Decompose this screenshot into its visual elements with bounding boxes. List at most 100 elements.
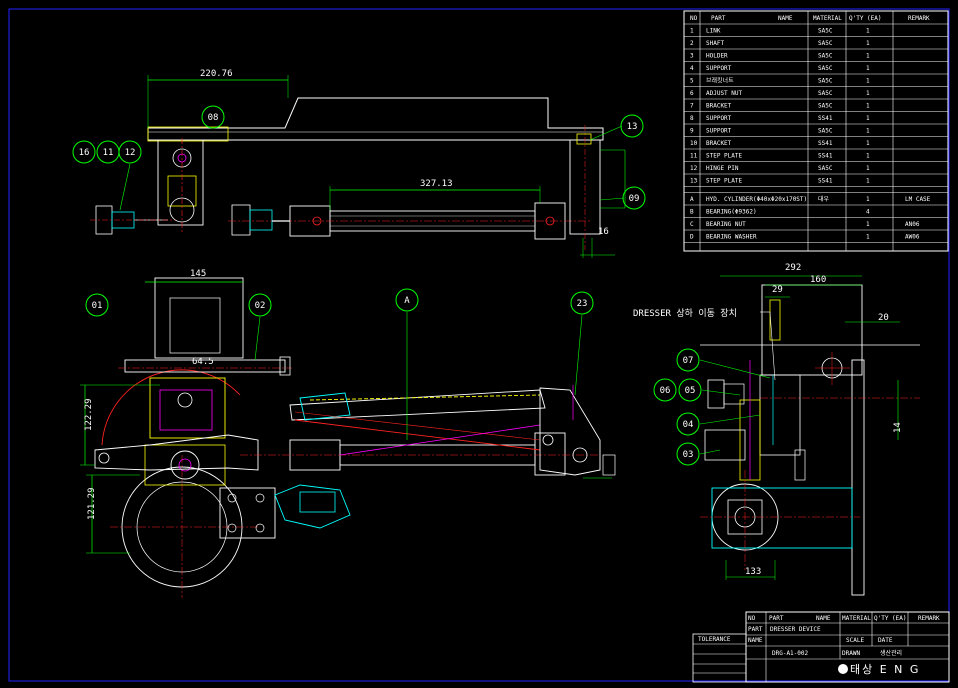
parts-row-material: 대우 <box>818 195 830 203</box>
balloon-leader <box>574 314 583 396</box>
drawing-frame <box>8 8 950 682</box>
parts-row-no: D <box>690 234 694 241</box>
balloon-09 <box>622 186 646 210</box>
parts-row-no: 8 <box>690 115 694 122</box>
parts-row-material: SS41 <box>818 140 833 147</box>
tb-dwg-no: DRG-A1-002 <box>772 650 809 657</box>
parts-row-no: B <box>690 209 694 216</box>
parts-row-material: SA5C <box>818 40 833 47</box>
parts-row-no: 13 <box>690 178 698 185</box>
balloon-label-03: 03 <box>683 450 694 460</box>
parts-row-material: SA5C <box>818 90 833 97</box>
side-view: 292 160 29 20 14 133 DRESSER 상하 이동 장치 <box>633 263 920 596</box>
balloon-label-04: 04 <box>683 420 694 430</box>
balloon-leader <box>589 125 623 141</box>
table-header-part: PART <box>711 15 726 22</box>
balloon-02 <box>248 293 272 317</box>
balloon-leader <box>701 389 741 396</box>
parts-row-name: 브래킷너트 <box>706 77 734 85</box>
title-block: NO PART NAME MATERIAL Q'TY (EA) REMARK P… <box>692 611 950 683</box>
balloon-12 <box>118 140 142 164</box>
parts-row-no: 3 <box>690 53 694 60</box>
balloon-04 <box>676 412 700 436</box>
parts-row-name: SUPPORT <box>706 115 732 122</box>
parts-row-name: BEARING NUT <box>706 221 746 228</box>
parts-row-name: HYD. CYLINDER(Φ40xΦ20x170ST) <box>706 196 807 203</box>
parts-table: NO PART NAME MATERIAL Q'TY (EA) REMARK 1… <box>683 10 949 252</box>
dim-133: 133 <box>745 567 761 577</box>
parts-row-qty: 4 <box>866 209 870 216</box>
dim-64-5: 64.5 <box>192 357 214 367</box>
dim-145: 145 <box>190 269 206 279</box>
parts-row-remark: AN06 <box>905 221 920 228</box>
parts-row-remark: AW06 <box>905 234 920 241</box>
balloon-leader <box>699 449 721 455</box>
parts-row-qty: 1 <box>866 234 870 241</box>
parts-row-qty: 1 <box>866 153 870 160</box>
parts-row-qty: 1 <box>866 78 870 85</box>
dim-220-76: 220.76 <box>200 69 233 79</box>
balloon-label-08: 08 <box>208 113 219 123</box>
dim-292: 292 <box>785 263 801 273</box>
parts-row-no: 9 <box>690 128 694 135</box>
balloon-13 <box>620 114 644 138</box>
parts-row-qty: 1 <box>866 178 870 185</box>
balloon-label-06: 06 <box>660 386 671 396</box>
parts-row-name: STEP PLATE <box>706 153 743 160</box>
balloon-label-12: 12 <box>125 148 136 158</box>
parts-row-no: 7 <box>690 103 694 110</box>
parts-row-material: SA5C <box>818 28 833 35</box>
parts-row-material: SA5C <box>818 165 833 172</box>
balloon-label-11: 11 <box>103 148 114 158</box>
balloon-label-13: 13 <box>627 122 638 132</box>
balloon-03 <box>676 442 700 466</box>
parts-row-no: 12 <box>690 165 698 172</box>
balloon-leader <box>699 414 761 425</box>
balloon-23 <box>570 291 594 315</box>
top-view: 220.76 327.13 <box>90 69 626 258</box>
balloon-leader <box>254 316 261 361</box>
parts-row-qty: 1 <box>866 140 870 147</box>
balloon-label-05: 05 <box>685 386 696 396</box>
company-logo-icon <box>838 664 848 674</box>
parts-row-name: SUPPORT <box>706 128 732 135</box>
parts-row-name: HOLDER <box>706 53 728 60</box>
dim-121-29: 121.29 <box>87 487 97 520</box>
balloon-leader <box>699 359 771 379</box>
parts-row-no: 11 <box>690 153 698 160</box>
parts-row-qty: 1 <box>866 196 870 203</box>
tb-header-qty: Q'TY (EA) <box>874 615 907 622</box>
tb-header-no: NO <box>748 615 756 622</box>
parts-row-material: SA5C <box>818 65 833 72</box>
balloon-08 <box>201 105 225 129</box>
dim-16: 16 <box>598 227 609 237</box>
balloon-label-A: A <box>404 296 410 306</box>
parts-row-qty: 1 <box>866 90 870 97</box>
parts-row-qty: 1 <box>866 115 870 122</box>
balloon-leader <box>119 163 131 211</box>
balloon-07 <box>676 348 700 372</box>
balloon-label-16: 16 <box>79 148 90 158</box>
balloon-label-01: 01 <box>92 301 103 311</box>
table-header-remark: REMARK <box>908 15 930 22</box>
parts-row-qty: 1 <box>866 221 870 228</box>
table-header-qty: Q'TY (EA) <box>849 15 882 22</box>
dresser-note: DRESSER 상하 이동 장치 <box>633 307 737 319</box>
dim-14: 14 <box>893 422 903 433</box>
balloon-label-09: 09 <box>629 194 640 204</box>
parts-row-qty: 1 <box>866 165 870 172</box>
parts-row-qty: 1 <box>866 40 870 47</box>
parts-row-name: BEARING WASHER <box>706 234 757 241</box>
parts-row-no: 6 <box>690 90 694 97</box>
parts-row-name: BRACKET <box>706 140 732 147</box>
tb-part-label: PART <box>748 626 763 633</box>
parts-row-no: 5 <box>690 78 694 85</box>
tb-drawn-label: DRAWN <box>842 650 860 657</box>
parts-row-name: STEP PLATE <box>706 178 743 185</box>
company-logo-text: 태상 E N G <box>850 663 920 676</box>
parts-row-no: 2 <box>690 40 694 47</box>
parts-row-name: BRACKET <box>706 103 732 110</box>
